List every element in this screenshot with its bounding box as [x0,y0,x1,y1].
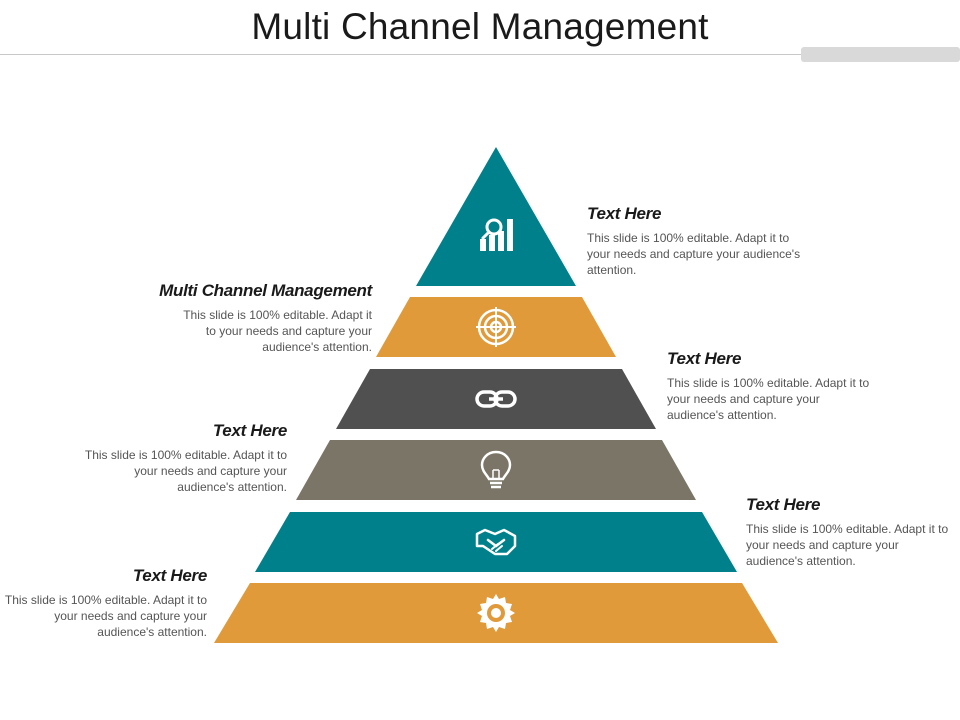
chart-magnifier-icon [474,213,518,257]
callout-tier-2: Multi Channel Management This slide is 1… [128,281,372,355]
pyramid-tier-5 [255,512,737,572]
callout-body: This slide is 100% editable. Adapt it to… [4,593,207,639]
callout-body: This slide is 100% editable. Adapt it to… [587,231,801,277]
callout-tier-4: Text Here This slide is 100% editable. A… [82,421,287,495]
callout-tier-1: Text Here This slide is 100% editable. A… [587,204,803,278]
gear-icon [474,591,518,635]
callout-title: Text Here [132,566,207,585]
callout-tier-5: Text Here This slide is 100% editable. A… [746,495,950,569]
header-accent-bar [801,47,960,62]
callout-title: Text Here [746,495,821,514]
callout-title: Multi Channel Management [159,281,372,300]
callout-body: This slide is 100% editable. Adapt it to… [84,448,287,494]
callout-body: This slide is 100% editable. Adapt it to… [746,522,949,568]
pyramid-tier-1 [416,147,576,286]
callout-tier-3: Text Here This slide is 100% editable. A… [667,349,875,423]
title-divider [0,54,960,55]
target-icon [474,305,518,349]
callout-body: This slide is 100% editable. Adapt it to… [667,376,870,422]
callout-body: This slide is 100% editable. Adapt it to… [183,308,372,354]
chain-link-icon [474,377,518,421]
callout-title: Text Here [667,349,742,368]
slide-title: Multi Channel Management [251,6,709,47]
callout-title: Text Here [212,421,287,440]
callout-title: Text Here [587,204,662,223]
handshake-icon [474,520,518,564]
lightbulb-icon [474,448,518,492]
callout-tier-6: Text Here This slide is 100% editable. A… [4,566,207,640]
